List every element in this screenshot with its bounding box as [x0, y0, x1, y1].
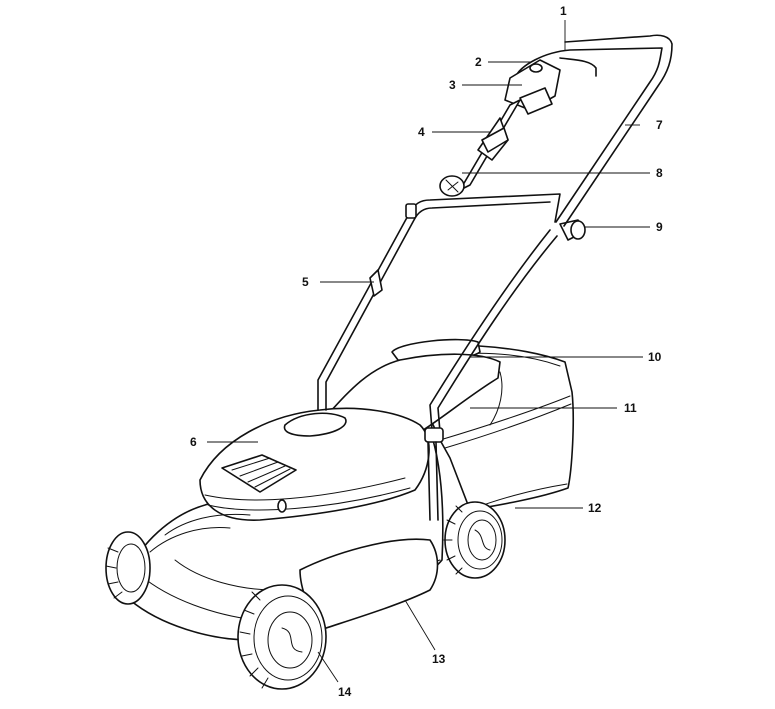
callout-5: 5 — [302, 275, 309, 289]
callout-13: 13 — [432, 652, 446, 666]
callout-8: 8 — [656, 166, 663, 180]
callout-10: 10 — [648, 350, 662, 364]
mower-housing — [129, 407, 444, 641]
leader-lines — [207, 20, 650, 683]
callout-2: 2 — [475, 55, 482, 69]
callout-14: 14 — [338, 685, 352, 699]
switch-box — [459, 59, 561, 191]
callout-labels: 1 2 3 4 5 6 7 8 9 10 11 12 13 14 — [190, 4, 663, 699]
callout-9: 9 — [656, 220, 663, 234]
lower-handle — [317, 193, 586, 521]
callout-12: 12 — [588, 501, 602, 515]
callout-7: 7 — [656, 118, 663, 132]
callout-1: 1 — [560, 4, 567, 18]
callout-3: 3 — [449, 78, 456, 92]
upper-handle — [514, 34, 673, 227]
cable-retainer — [439, 175, 465, 197]
callout-6: 6 — [190, 435, 197, 449]
rear-right-wheel — [443, 501, 506, 579]
callout-11: 11 — [624, 401, 637, 415]
front-wheel — [237, 584, 327, 690]
callout-4: 4 — [418, 125, 425, 139]
rear-left-wheel — [105, 531, 151, 605]
cable-clip — [369, 269, 383, 297]
